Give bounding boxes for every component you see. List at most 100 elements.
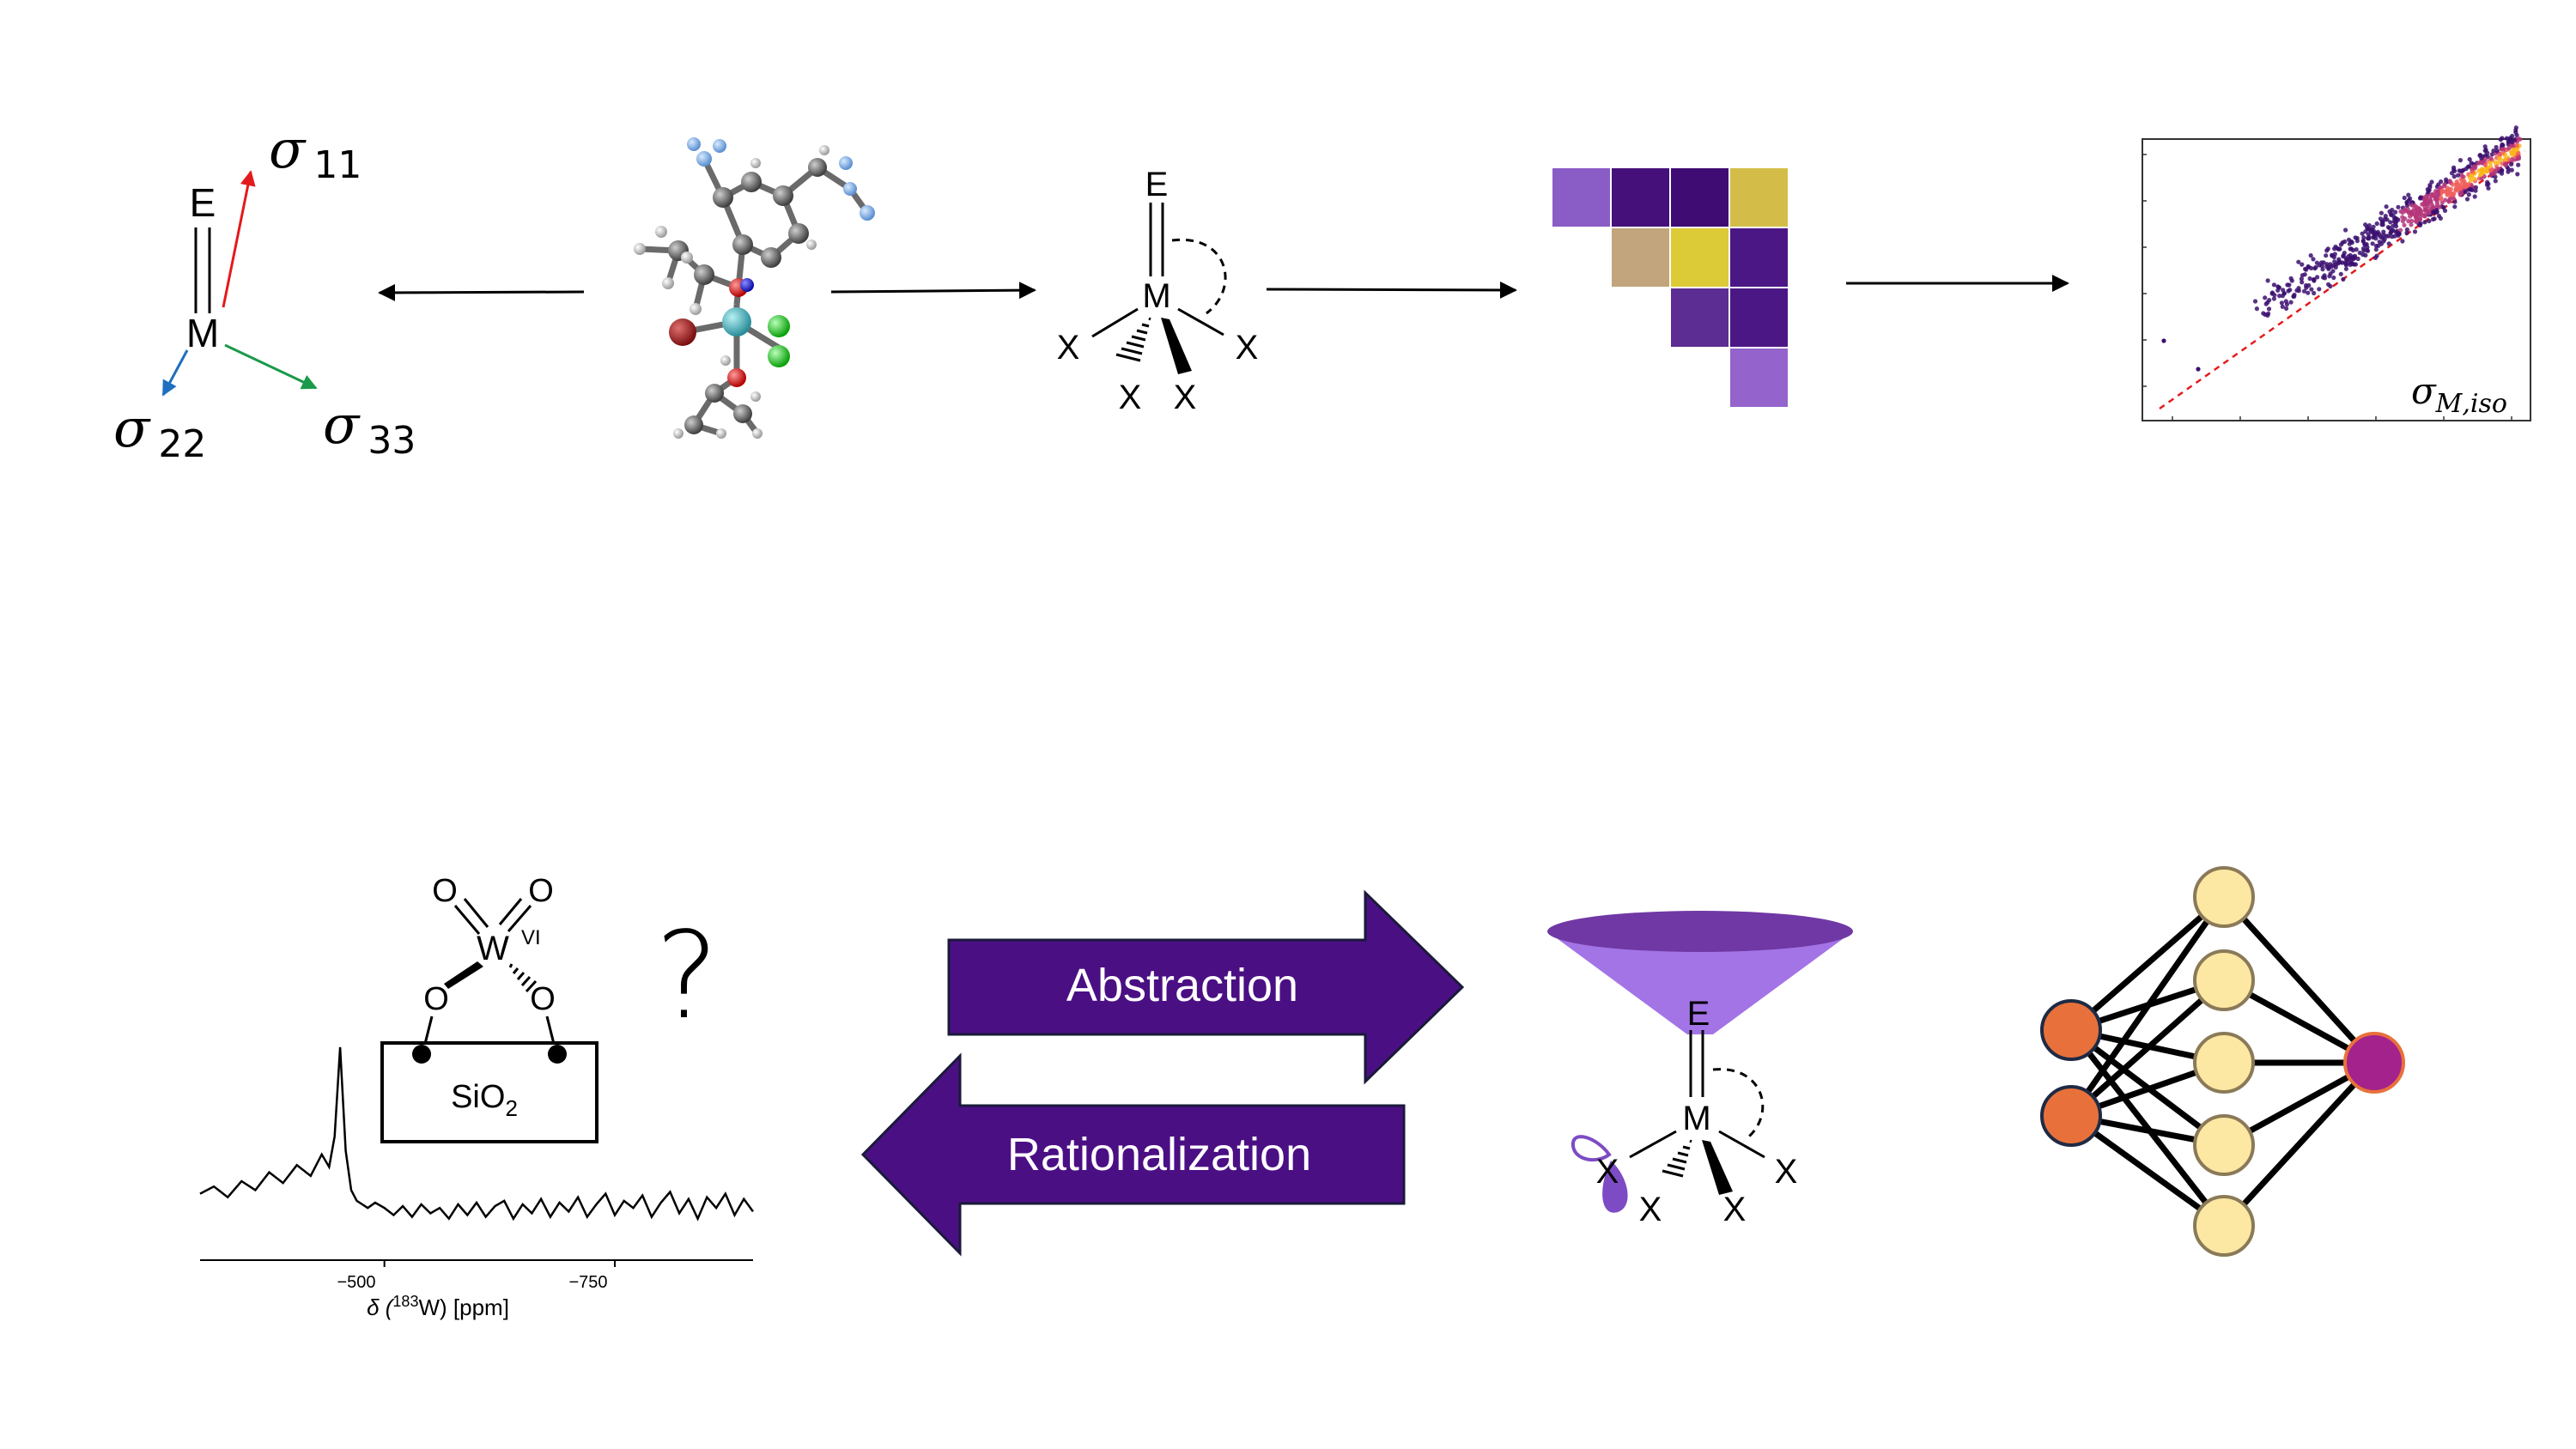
scatter-point bbox=[2342, 251, 2347, 256]
scatter-point bbox=[2504, 136, 2509, 141]
scatter-point bbox=[2386, 233, 2391, 239]
scatter-point bbox=[2458, 186, 2463, 191]
scatter-point bbox=[2451, 196, 2457, 201]
scatter-point bbox=[2509, 149, 2514, 155]
matrix-cell bbox=[1552, 168, 1610, 227]
scatter-point bbox=[2311, 277, 2317, 282]
scatter-point bbox=[2333, 264, 2338, 270]
scatter-point bbox=[2291, 294, 2296, 299]
scatter-point bbox=[2504, 161, 2509, 167]
scatter-point bbox=[2494, 144, 2499, 150]
ligand-x: X bbox=[1119, 379, 1142, 416]
tungsten-label: W bbox=[477, 930, 509, 967]
scatter-point bbox=[2380, 219, 2385, 225]
bond-line bbox=[463, 898, 489, 928]
scatter-point bbox=[2414, 204, 2419, 209]
scatter-point bbox=[2464, 197, 2470, 202]
input-node bbox=[2040, 999, 2102, 1061]
scatter-point bbox=[2337, 246, 2342, 252]
abstraction-arrow: Abstraction bbox=[947, 889, 1465, 1085]
scatter-point bbox=[2161, 338, 2166, 343]
scatter-point bbox=[2417, 207, 2422, 212]
scatter-point bbox=[2402, 222, 2407, 227]
scatter-point bbox=[2379, 210, 2384, 215]
scatter-point bbox=[2406, 219, 2411, 224]
scatter-point bbox=[2196, 367, 2201, 372]
anchor-dot bbox=[548, 1045, 567, 1064]
scatter-point bbox=[2470, 187, 2475, 192]
scatter-point bbox=[2340, 260, 2345, 265]
plot-ticks bbox=[2142, 154, 2512, 421]
scatter-point bbox=[2336, 257, 2342, 262]
hidden-node bbox=[2193, 949, 2255, 1011]
scatter-point bbox=[2377, 232, 2382, 237]
support-label: SiO2 bbox=[451, 1079, 518, 1121]
scatter-point bbox=[2448, 186, 2453, 191]
scatter-point bbox=[2472, 176, 2477, 181]
scatter-point bbox=[2412, 229, 2418, 234]
scatter-point bbox=[2354, 239, 2360, 244]
scatter-point bbox=[2484, 182, 2490, 187]
output-node bbox=[2343, 1032, 2405, 1094]
funnel-graphic bbox=[1547, 911, 1853, 1034]
oxygen-label: O bbox=[530, 981, 556, 1017]
scatter-point bbox=[2508, 136, 2513, 141]
scatter-point bbox=[2271, 282, 2276, 288]
orbital-lobe-filled bbox=[1602, 1161, 1628, 1213]
scatter-point bbox=[2425, 198, 2430, 203]
flow-arrow-to-fragment bbox=[830, 282, 1036, 300]
scatter-point bbox=[2324, 264, 2330, 270]
scatter-point bbox=[2317, 287, 2322, 292]
scatter-point bbox=[2443, 189, 2449, 194]
scatter-point bbox=[2457, 168, 2462, 173]
scatter-point bbox=[2479, 155, 2484, 161]
scatter-point bbox=[2454, 185, 2459, 191]
scatter-point bbox=[2406, 192, 2411, 197]
scatter-point bbox=[2301, 288, 2307, 294]
scatter-point bbox=[2403, 207, 2408, 212]
scatter-point bbox=[2456, 181, 2461, 187]
matrix-cell bbox=[1730, 168, 1788, 227]
scatter-point bbox=[2451, 165, 2457, 170]
oxidation-state: VI bbox=[521, 926, 541, 949]
bond-line bbox=[1177, 307, 1224, 336]
bond-line bbox=[1718, 1130, 1765, 1159]
flow-arrow-to-tensor bbox=[378, 283, 585, 301]
scatter-point bbox=[2447, 179, 2452, 184]
scatter-point bbox=[2350, 247, 2355, 253]
scatter-point bbox=[2473, 188, 2478, 193]
scatter-point bbox=[2422, 212, 2427, 217]
scatter-point bbox=[2281, 291, 2287, 296]
scatter-point bbox=[2271, 296, 2276, 301]
scatter-point bbox=[2499, 168, 2505, 173]
scatter-point bbox=[2428, 201, 2434, 206]
orbital-lobe-empty bbox=[1571, 1135, 1612, 1162]
scatter-point bbox=[2391, 223, 2396, 228]
molecule-atoms bbox=[634, 137, 875, 439]
scatter-point bbox=[2300, 262, 2305, 267]
abstraction-label: Abstraction bbox=[1066, 960, 1298, 1011]
scatter-point bbox=[2254, 306, 2259, 312]
scatter-point bbox=[2442, 208, 2448, 213]
anchor-dot bbox=[412, 1045, 431, 1064]
scatter-point bbox=[2299, 276, 2304, 282]
hidden-node bbox=[2193, 1195, 2255, 1257]
scatter-point bbox=[2354, 247, 2359, 252]
angle-arc bbox=[1171, 238, 1227, 315]
matrix-cell bbox=[1730, 288, 1788, 347]
x-tick-label: −750 bbox=[568, 1273, 607, 1292]
scatter-point bbox=[2346, 258, 2351, 263]
ligand-x: X bbox=[1236, 329, 1259, 367]
scatter-point bbox=[2328, 262, 2333, 267]
scatter-point bbox=[2434, 197, 2439, 202]
ligand-x: X bbox=[1723, 1191, 1747, 1228]
sigma11-axis bbox=[222, 170, 256, 308]
fragment-ligand-e: E bbox=[1687, 995, 1710, 1033]
scatter-point bbox=[2352, 262, 2357, 267]
scatter-point bbox=[2515, 172, 2520, 177]
scatter-point bbox=[2468, 178, 2474, 183]
scatter-point bbox=[2330, 253, 2335, 258]
scatter-point bbox=[2516, 136, 2521, 142]
scatter-point bbox=[2319, 260, 2324, 265]
